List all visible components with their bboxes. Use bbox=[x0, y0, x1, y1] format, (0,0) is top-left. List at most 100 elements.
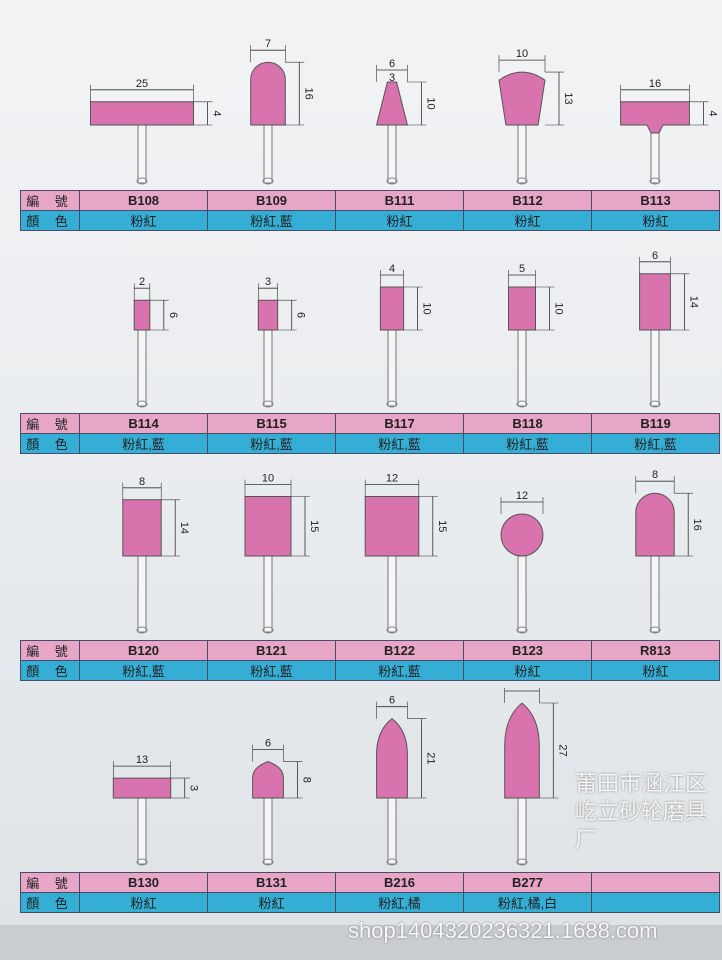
tool-diagram-B119: 6 14 bbox=[639, 250, 699, 408]
code-label: 編 號 bbox=[20, 872, 80, 893]
shank-end bbox=[649, 177, 661, 185]
width-label: 6 bbox=[389, 695, 395, 707]
width-label: 6 bbox=[652, 250, 658, 262]
top-width-label: 3 bbox=[389, 72, 395, 84]
grinding-head bbox=[635, 492, 675, 557]
shank-end bbox=[136, 626, 148, 634]
height-label: 4 bbox=[211, 110, 223, 116]
width-label: 8 bbox=[652, 469, 658, 481]
color-label: 顏 色 bbox=[20, 433, 80, 454]
shank-end bbox=[262, 400, 274, 408]
grinding-head bbox=[639, 273, 671, 331]
page-edge bbox=[0, 925, 722, 960]
model-code: B121 bbox=[207, 640, 336, 661]
width-label: 4 bbox=[389, 263, 395, 275]
shank bbox=[650, 555, 660, 633]
width-label: 6 bbox=[265, 738, 271, 750]
model-color: 粉紅 bbox=[79, 892, 208, 913]
tool-diagram-B114: 26 bbox=[133, 276, 179, 408]
tool-diagram-B123: 12 bbox=[500, 490, 544, 634]
model-color: 粉紅,藍 bbox=[335, 433, 464, 454]
width-label: 8 bbox=[139, 476, 145, 488]
shank-end bbox=[386, 858, 398, 866]
shank-end bbox=[386, 626, 398, 634]
model-code bbox=[591, 872, 720, 893]
tool-diagram-B130: 133 bbox=[112, 754, 200, 866]
width-label: 12 bbox=[386, 473, 398, 485]
color-label: 顏 色 bbox=[20, 210, 80, 231]
tool-diagram-B108: 254 bbox=[90, 78, 223, 185]
model-code: B114 bbox=[79, 413, 208, 434]
shank-end bbox=[516, 177, 528, 185]
width-label: 6 bbox=[389, 58, 395, 70]
height-label: 10 bbox=[421, 302, 433, 314]
width-label: 2 bbox=[139, 276, 145, 288]
model-code: B277 bbox=[463, 872, 592, 893]
model-color: 粉紅,藍 bbox=[79, 660, 208, 681]
shank bbox=[137, 797, 147, 865]
model-color: 粉紅 bbox=[79, 210, 208, 231]
height-label: 16 bbox=[302, 87, 314, 99]
model-color: 粉紅,藍 bbox=[591, 433, 720, 454]
shank bbox=[517, 555, 527, 633]
grinding-head bbox=[376, 718, 408, 799]
model-color: 粉紅 bbox=[335, 210, 464, 231]
shank bbox=[650, 329, 660, 407]
grinding-head bbox=[257, 299, 279, 331]
tool-diagram-B277: 727 bbox=[504, 688, 568, 866]
model-code: B123 bbox=[463, 640, 592, 661]
width-label: 3 bbox=[265, 276, 271, 288]
grinding-head bbox=[504, 702, 540, 799]
watermark-url: shop1404320236321.1688.com bbox=[348, 918, 658, 943]
model-color: 粉紅,藍 bbox=[207, 660, 336, 681]
grinding-head bbox=[508, 286, 536, 331]
height-label: 14 bbox=[178, 522, 190, 534]
height-label: 6 bbox=[295, 312, 307, 318]
tool-diagram-B115: 36 bbox=[257, 276, 307, 408]
shank-end bbox=[262, 177, 274, 185]
tool-diagram-B120: 8 14 bbox=[122, 476, 190, 634]
model-color: 粉紅,藍 bbox=[335, 660, 464, 681]
model-code: B130 bbox=[79, 872, 208, 893]
shank bbox=[650, 124, 660, 184]
height-label: 10 bbox=[553, 302, 565, 314]
grinding-head bbox=[250, 61, 286, 126]
color-label: 顏 色 bbox=[20, 660, 80, 681]
tool-diagram-B113: 164 bbox=[620, 78, 718, 185]
height-label: 21 bbox=[424, 752, 436, 764]
shank-end bbox=[136, 400, 148, 408]
shank bbox=[263, 329, 273, 407]
shank-end bbox=[136, 858, 148, 866]
shank-end bbox=[516, 858, 528, 866]
width-label: 5 bbox=[519, 263, 525, 275]
shank bbox=[387, 124, 397, 184]
grinding-head bbox=[364, 496, 420, 557]
model-color: 粉紅,藍 bbox=[463, 433, 592, 454]
catalog-page bbox=[0, 0, 722, 925]
watermark-company: 莆田市涵江区屹立砂轮磨具厂 bbox=[575, 771, 708, 852]
model-code: B120 bbox=[79, 640, 208, 661]
width-label: 7 bbox=[519, 688, 525, 691]
model-color: 粉紅,藍 bbox=[207, 210, 336, 231]
code-label: 編 號 bbox=[20, 190, 80, 211]
shank bbox=[387, 797, 397, 865]
shank bbox=[517, 797, 527, 865]
model-code: B113 bbox=[591, 190, 720, 211]
grinding-head bbox=[379, 286, 405, 331]
model-code: B131 bbox=[207, 872, 336, 893]
shank bbox=[137, 124, 147, 184]
color-row: 顏 色粉紅粉紅,藍粉紅粉紅粉紅 bbox=[20, 210, 720, 231]
color-row: 顏 色粉紅,藍粉紅,藍粉紅,藍粉紅,藍粉紅,藍 bbox=[20, 433, 720, 454]
height-label: 10 bbox=[424, 97, 436, 109]
model-code: B111 bbox=[335, 190, 464, 211]
height-label: 14 bbox=[687, 296, 699, 308]
grinding-head bbox=[620, 101, 690, 134]
grinding-head bbox=[500, 513, 544, 557]
